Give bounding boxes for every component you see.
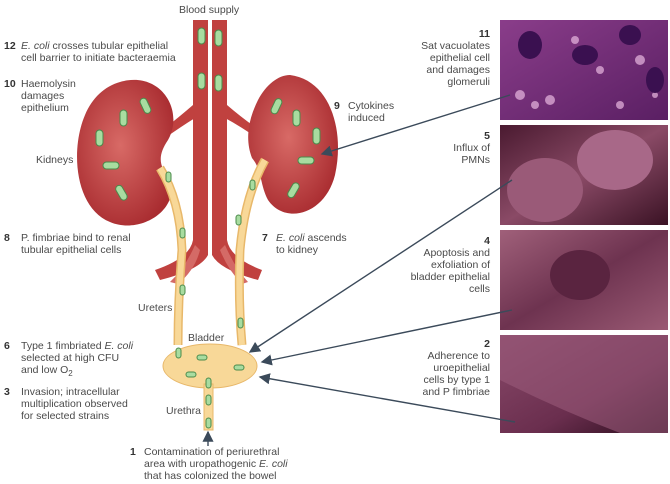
step-1: 1 Contamination of periurethral area wit…	[130, 446, 288, 482]
photo-uroepithelial-adherence	[500, 335, 668, 433]
step-7: 7 E. coli ascends to kidney	[262, 232, 347, 256]
kidneys-label: Kidneys	[36, 154, 74, 166]
photo-bladder-exfoliation	[500, 230, 668, 330]
step-4: 4 Apoptosis and exfoliation of bladder e…	[410, 235, 490, 295]
blood-supply-label: Blood supply	[179, 4, 240, 16]
step-12: 12 E. coli crosses tubular epithelial ce…	[4, 40, 176, 64]
step-8: 8 P. fimbriae bind to renal tubular epit…	[4, 232, 131, 256]
step-9: 9 Cytokines induced	[334, 100, 395, 124]
left-ureter	[157, 166, 186, 346]
step-3: 3 Invasion; intracellular multiplication…	[4, 386, 128, 422]
bacteria	[95, 27, 321, 429]
step-10: 10 Haemolysin damages epithelium	[4, 78, 76, 114]
ureters-label: Ureters	[138, 302, 173, 314]
left-kidney	[77, 79, 174, 226]
step-5: 5 Influx of PMNs	[453, 130, 490, 166]
bladder-label: Bladder	[188, 332, 225, 344]
step-6: 6 Type 1 fimbriated E. coli selected at …	[4, 340, 134, 378]
urethra-label: Urethra	[166, 405, 202, 417]
pointer-arrows	[202, 94, 516, 446]
step-2: 2 Adherence to uroepithelial cells by ty…	[422, 338, 490, 398]
step-11: 11 Sat vacuolates epithelial cell and da…	[421, 28, 490, 88]
photo-pmn-influx	[500, 125, 668, 225]
photo-kidney-histology	[500, 20, 668, 120]
